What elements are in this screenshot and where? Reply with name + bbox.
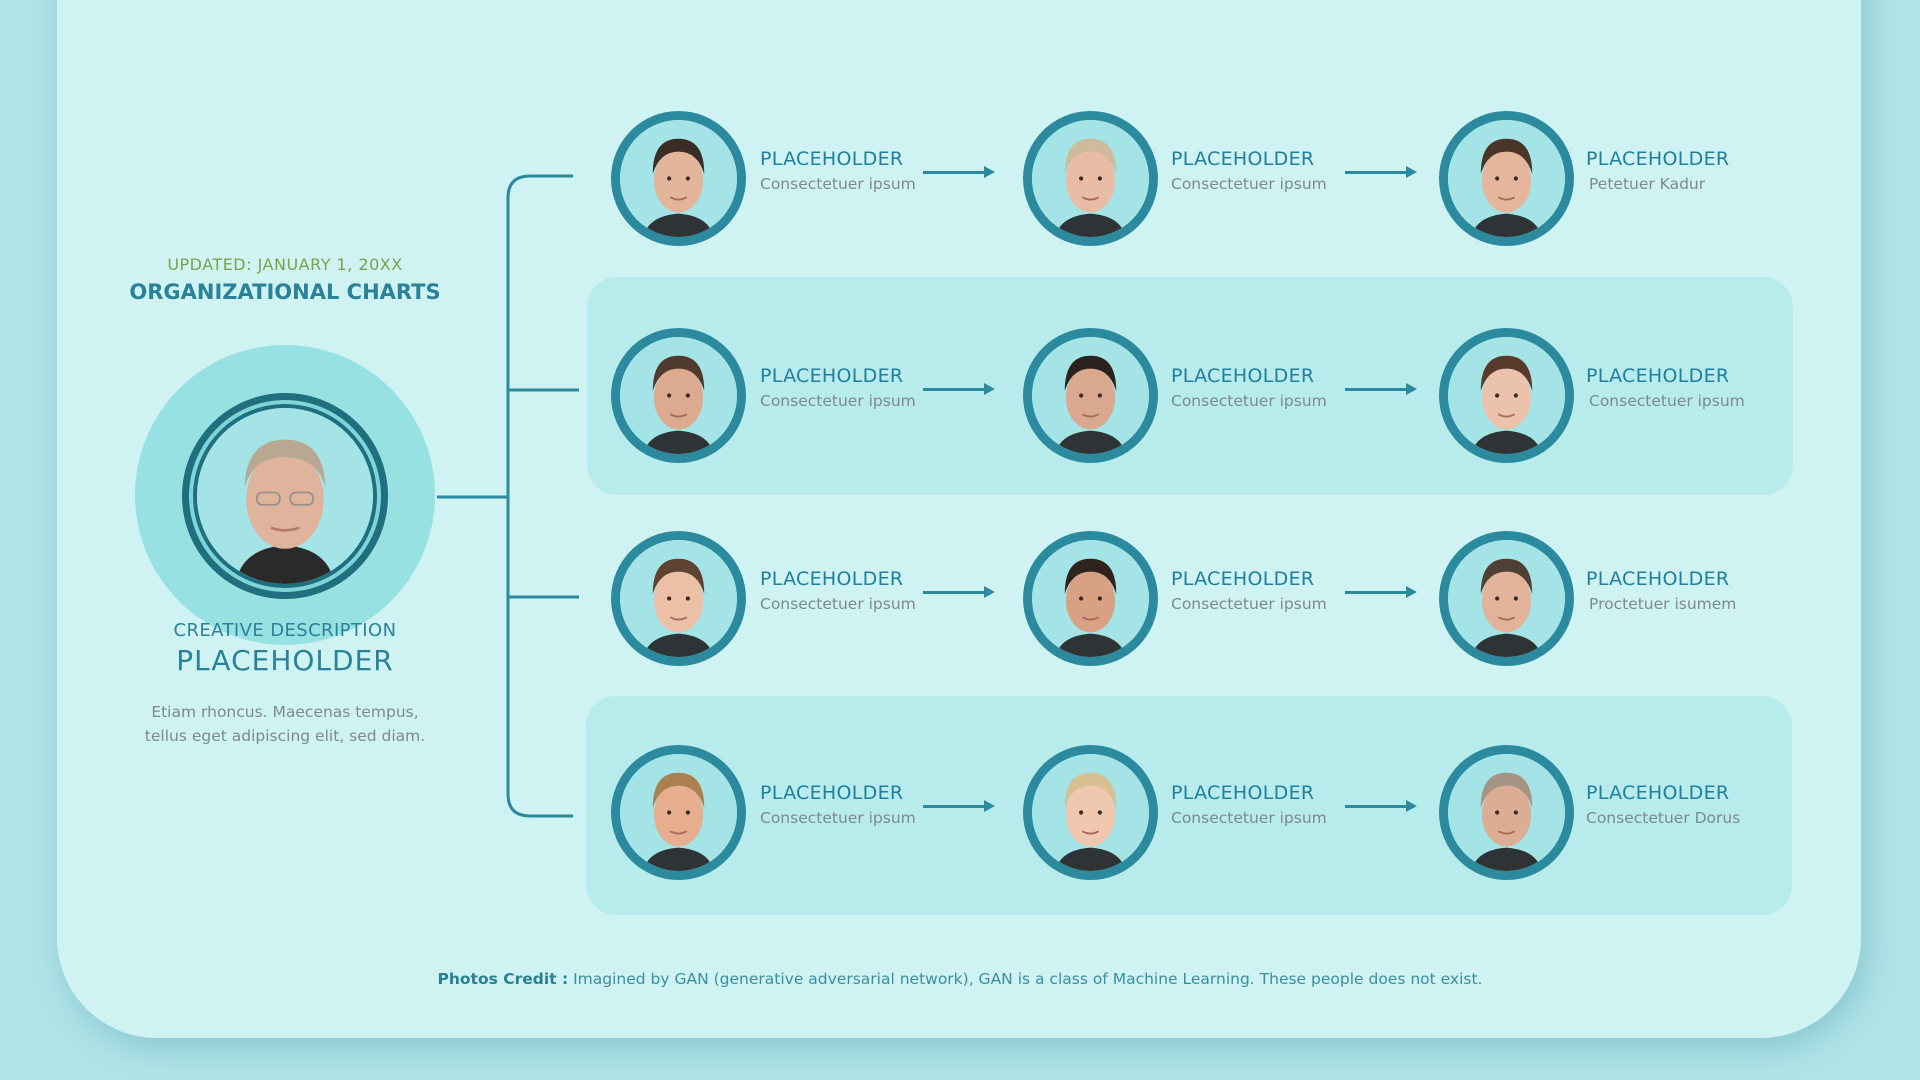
person-photo-icon bbox=[1448, 337, 1565, 454]
person-photo-icon bbox=[620, 337, 737, 454]
arrow-right-icon bbox=[923, 800, 995, 812]
person-node-avatar[interactable] bbox=[1023, 328, 1158, 463]
person-title: PLACEHOLDER bbox=[1586, 568, 1730, 590]
person-photo-icon bbox=[1032, 540, 1149, 657]
person-subtitle: Petetuer Kadur bbox=[1589, 175, 1706, 193]
person-title: PLACEHOLDER bbox=[1586, 782, 1730, 804]
person-node-avatar[interactable] bbox=[1023, 745, 1158, 880]
person-subtitle: Consectetuer ipsum bbox=[1171, 595, 1327, 613]
person-node-avatar[interactable] bbox=[1439, 328, 1574, 463]
person-subtitle: Proctetuer isumem bbox=[1589, 595, 1737, 613]
person-photo-icon bbox=[1448, 540, 1565, 657]
person-title: PLACEHOLDER bbox=[760, 568, 904, 590]
person-subtitle: Consectetuer ipsum bbox=[1589, 392, 1745, 410]
person-title: PLACEHOLDER bbox=[1171, 782, 1315, 804]
arrow-right-icon bbox=[1345, 383, 1417, 395]
person-title: PLACEHOLDER bbox=[760, 782, 904, 804]
person-node-avatar[interactable] bbox=[1439, 531, 1574, 666]
arrow-right-icon bbox=[923, 586, 995, 598]
person-title: PLACEHOLDER bbox=[1171, 568, 1315, 590]
person-subtitle: Consectetuer ipsum bbox=[760, 392, 916, 410]
arrow-right-icon bbox=[1345, 166, 1417, 178]
person-title: PLACEHOLDER bbox=[1586, 148, 1730, 170]
person-subtitle: Consectetuer ipsum bbox=[1171, 175, 1327, 193]
person-node-avatar[interactable] bbox=[1439, 745, 1574, 880]
boss-avatar[interactable] bbox=[182, 393, 388, 599]
updated-date: UPDATED: JANUARY 1, 20XX bbox=[167, 255, 403, 274]
person-photo-icon bbox=[620, 754, 737, 871]
person-node-avatar[interactable] bbox=[611, 531, 746, 666]
arrow-right-icon bbox=[923, 383, 995, 395]
arrow-right-icon bbox=[923, 166, 995, 178]
arrow-right-icon bbox=[1345, 586, 1417, 598]
person-photo-icon bbox=[620, 540, 737, 657]
person-node-avatar[interactable] bbox=[611, 328, 746, 463]
person-photo-icon bbox=[1448, 754, 1565, 871]
person-title: PLACEHOLDER bbox=[760, 148, 904, 170]
photo-credit-text: Imagined by GAN (generative adversarial … bbox=[568, 970, 1483, 988]
person-title: PLACEHOLDER bbox=[760, 365, 904, 387]
person-subtitle: Consectetuer ipsum bbox=[760, 595, 916, 613]
arrow-right-icon bbox=[1345, 800, 1417, 812]
person-subtitle: Consectetuer ipsum bbox=[1171, 392, 1327, 410]
person-node-avatar[interactable] bbox=[611, 111, 746, 246]
photo-credit: Photos Credit : Imagined by GAN (generat… bbox=[0, 970, 1920, 988]
boss-name: PLACEHOLDER bbox=[176, 644, 394, 677]
photo-credit-label: Photos Credit : bbox=[437, 970, 569, 988]
boss-text-line: tellus eget adipiscing elit, sed diam. bbox=[144, 727, 426, 745]
person-title: PLACEHOLDER bbox=[1171, 365, 1315, 387]
row-band-2 bbox=[587, 277, 1793, 495]
person-subtitle: Consectetuer Dorus bbox=[1586, 809, 1741, 827]
row-band-4 bbox=[586, 696, 1792, 915]
person-node-avatar[interactable] bbox=[611, 745, 746, 880]
person-photo-icon bbox=[1032, 754, 1149, 871]
person-subtitle: Consectetuer ipsum bbox=[1171, 809, 1327, 827]
person-node-avatar[interactable] bbox=[1023, 111, 1158, 246]
person-photo-icon bbox=[1032, 337, 1149, 454]
person-subtitle: Consectetuer ipsum bbox=[760, 175, 916, 193]
person-photo-icon bbox=[1448, 120, 1565, 237]
person-title: PLACEHOLDER bbox=[1171, 148, 1315, 170]
person-node-avatar[interactable] bbox=[1439, 111, 1574, 246]
boss-description: CREATIVE DESCRIPTION bbox=[173, 620, 397, 641]
person-node-avatar[interactable] bbox=[1023, 531, 1158, 666]
person-subtitle: Consectetuer ipsum bbox=[760, 809, 916, 827]
person-photo-icon bbox=[1032, 120, 1149, 237]
person-photo-icon bbox=[620, 120, 737, 237]
boss-text-line: Etiam rhoncus. Maecenas tempus, bbox=[151, 703, 419, 721]
person-title: PLACEHOLDER bbox=[1586, 365, 1730, 387]
person-photo-icon bbox=[197, 408, 373, 584]
page-title: ORGANIZATIONAL CHARTS bbox=[129, 280, 441, 304]
boss-text: Etiam rhoncus. Maecenas tempus, tellus e… bbox=[135, 700, 435, 748]
